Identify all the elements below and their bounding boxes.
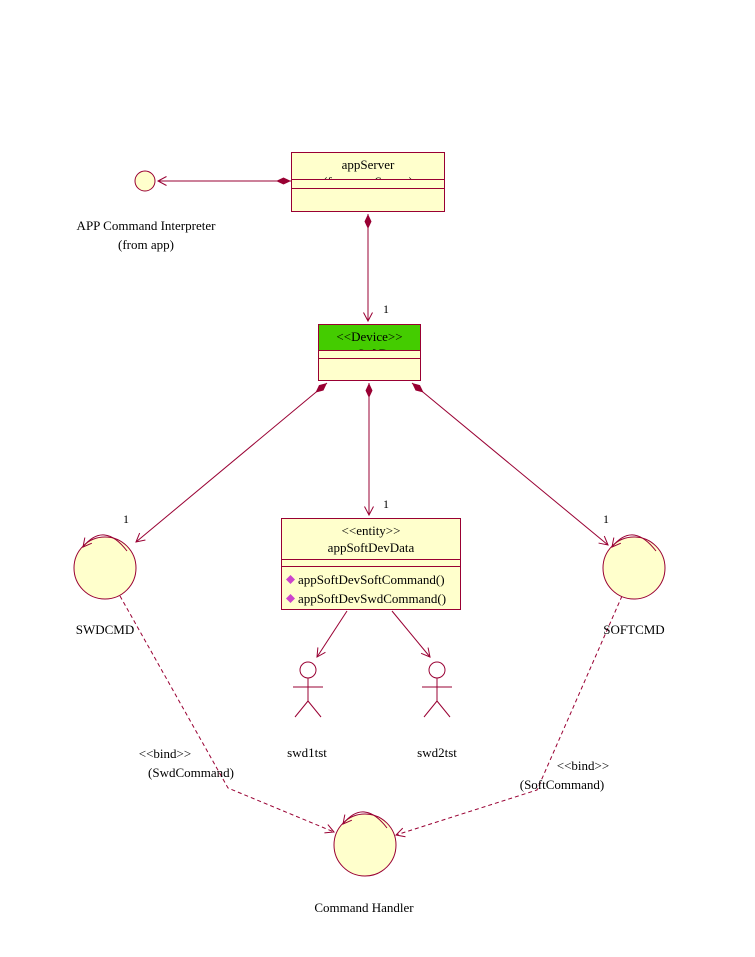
bind-swdcmd-stereotype: <<bind>>: [138, 746, 192, 761]
appserver-operations-compartment: [292, 187, 444, 211]
swdcmd-self-arrow: [82, 534, 128, 552]
command-handler-label: Command Handler: [314, 900, 414, 915]
appsoftdev-attributes-compartment: [319, 349, 420, 358]
appsoftdevdata-entity-box: <<entity>> appSoftDevData appSoftDevSoft…: [281, 518, 461, 610]
actor-head: [428, 661, 446, 679]
app-command-interpreter-label: APP Command Interpreter (from app): [77, 216, 216, 254]
multiplicity-softcmd: 1: [603, 512, 609, 526]
swdcmd-circle: [73, 536, 137, 600]
appsoftdev-title-compartment: <<Device>> appSoftDev: [319, 325, 420, 350]
operation-row: appSoftDevSwdCommand(): [282, 589, 460, 608]
app-command-interpreter-origin: (from app): [118, 237, 174, 252]
appserver-name: appServer: [341, 157, 395, 172]
appsoftdevdata-name: appSoftDevData: [327, 540, 415, 555]
appserver-origin: (from appServer): [292, 173, 444, 179]
swd2tst-label: swd2tst: [417, 745, 457, 760]
edge-bind-softcmd-to-commandhandler: [394, 595, 623, 838]
swd1tst-actor: [293, 661, 323, 718]
app-command-interpreter-name: APP Command Interpreter: [76, 218, 216, 233]
edge-appsoftdevdata-to-swd2tst: [391, 610, 431, 658]
operation-icon: [286, 575, 295, 584]
appserver-attributes-compartment: [292, 178, 444, 188]
edge-bind-swdcmd-to-commandhandler: [119, 595, 335, 834]
appsoftdevdata-attributes-compartment: [282, 559, 460, 566]
swd2tst-actor: [422, 661, 452, 718]
appsoftdevdata-stereotype: <<entity>>: [341, 523, 401, 538]
appsoftdev-operations-compartment: [319, 357, 420, 380]
app-command-interpreter-circle: [134, 170, 156, 192]
appserver-class-box: appServer (from appServer): [291, 152, 445, 212]
multiplicity-swdcmd: 1: [123, 512, 129, 526]
command-handler-circle: [333, 813, 397, 877]
swdcmd-label: SWDCMD: [75, 622, 135, 637]
operation-icon: [286, 594, 295, 603]
appsoftdev-name: appSoftDev: [319, 345, 420, 350]
operation-label: appSoftDevSwdCommand(): [298, 590, 447, 606]
appsoftdev-device-box: <<Device>> appSoftDev: [318, 324, 421, 381]
appsoftdev-stereotype: <<Device>>: [336, 329, 403, 344]
softcmd-self-arrow: [611, 534, 657, 552]
bind-swdcmd-parameter: (SwdCommand): [148, 765, 234, 780]
edge-appsoftdev-to-softcmd: [411, 382, 609, 546]
appserver-title-compartment: appServer (from appServer): [292, 153, 444, 179]
swd1tst-label: swd1tst: [287, 745, 327, 760]
multiplicity-appsoftdev: 1: [383, 302, 389, 316]
multiplicity-appsoftdevdata: 1: [383, 497, 389, 511]
appsoftdevdata-operations-compartment: appSoftDevSoftCommand() appSoftDevSwdCom…: [282, 566, 460, 609]
actor-right-leg-line: [307, 700, 322, 718]
edge-appsoftdevdata-to-swd1tst: [316, 610, 348, 658]
command-handler-self-arrow: [342, 811, 388, 829]
bind-softcmd-stereotype: <<bind>>: [556, 758, 610, 773]
actor-left-leg-line: [423, 700, 438, 718]
bind-softcmd-parameter: (SoftCommand): [519, 777, 605, 792]
operation-label: appSoftDevSoftCommand(): [298, 571, 445, 587]
softcmd-circle: [602, 536, 666, 600]
actor-right-leg-line: [436, 700, 451, 718]
actor-left-leg-line: [294, 700, 309, 718]
edge-appsoftdev-to-swdcmd: [135, 382, 328, 543]
actor-head: [299, 661, 317, 679]
operation-row: appSoftDevSoftCommand(): [282, 570, 460, 589]
appsoftdevdata-title-compartment: <<entity>> appSoftDevData: [282, 519, 460, 559]
softcmd-label: SOFTCMD: [603, 622, 665, 637]
